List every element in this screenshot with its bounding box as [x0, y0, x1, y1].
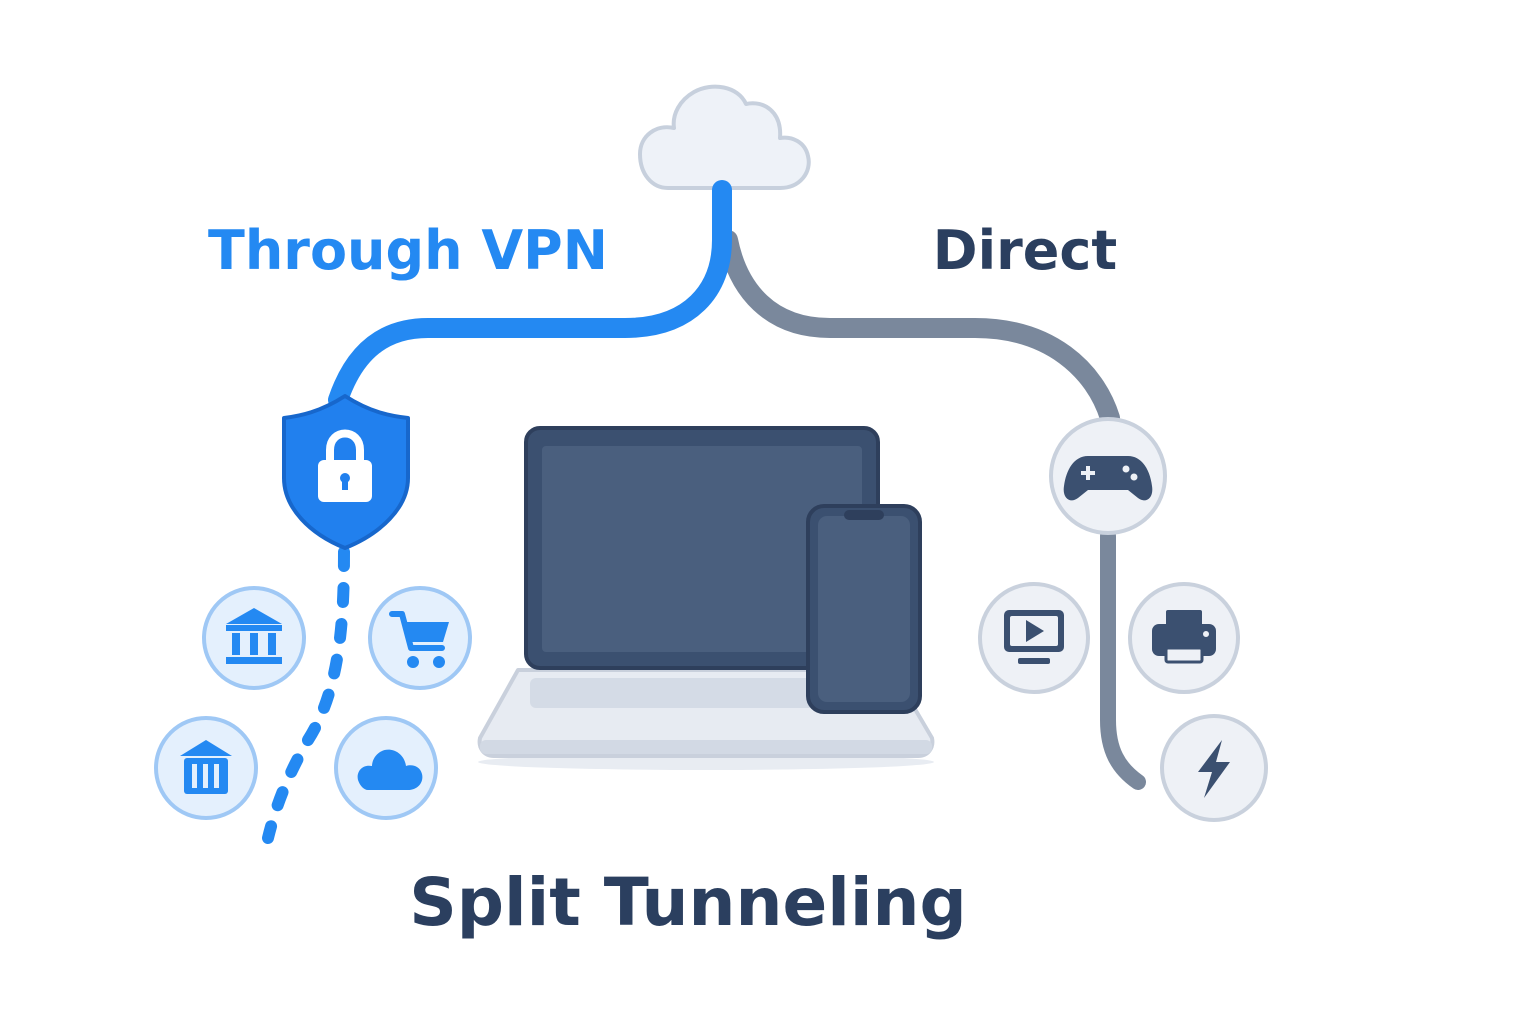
- game-controller-icon: [1063, 456, 1153, 501]
- printer-app-circle: [1128, 582, 1240, 694]
- lightning-icon: [1198, 740, 1230, 798]
- streaming-tv-icon: [1004, 610, 1064, 664]
- laptop-device: [477, 426, 935, 770]
- vpn-route-path: [262, 180, 732, 844]
- lock-icon: [318, 429, 372, 502]
- museum-app-circle: [154, 716, 258, 820]
- diagram-title: Split Tunneling: [409, 864, 967, 941]
- internet-cloud-icon: [638, 84, 811, 190]
- printer-icon: [1152, 610, 1216, 664]
- shopping-cart-icon: [389, 611, 449, 668]
- bank-app-circle: [202, 586, 306, 690]
- direct-route-path: [718, 230, 1146, 790]
- vpn-route-label: Through VPN: [208, 219, 608, 282]
- cloud-storage-app-circle: [334, 716, 438, 820]
- streaming-app-circle: [978, 582, 1090, 694]
- shopping-app-circle: [368, 586, 472, 690]
- vpn-shield-icon: [282, 394, 410, 550]
- direct-route-label: Direct: [933, 219, 1117, 282]
- gaming-app-circle: [1049, 417, 1167, 535]
- power-app-circle: [1160, 714, 1268, 822]
- bank-icon: [226, 608, 282, 664]
- cloud-storage-icon: [357, 749, 423, 790]
- museum-icon: [180, 740, 232, 794]
- phone-device: [806, 504, 922, 714]
